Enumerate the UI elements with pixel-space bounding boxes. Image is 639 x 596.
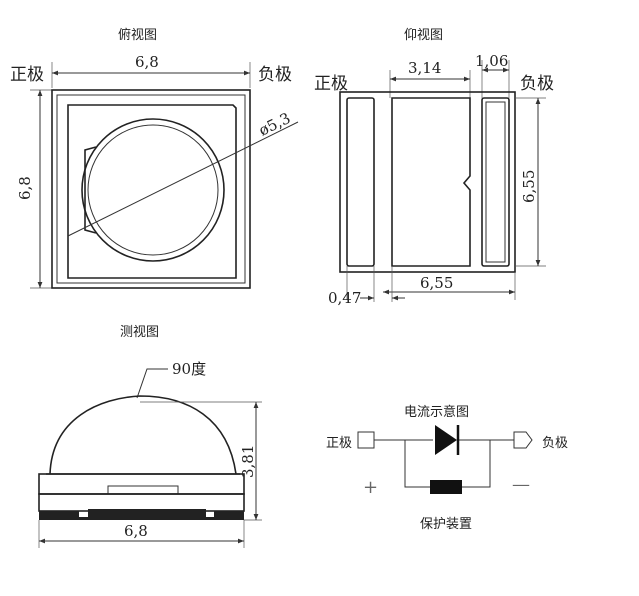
bottom-pad-width-dimension: 3,14 bbox=[408, 59, 441, 77]
bottom-gap-dimension: 0,47 bbox=[328, 289, 361, 307]
circuit-positive-terminal bbox=[357, 431, 375, 449]
bottom-strip-width-dimension: 1,06 bbox=[475, 52, 508, 70]
top-view-title: 俯视图 bbox=[118, 27, 157, 43]
side-lens-dome bbox=[49, 395, 237, 475]
circuit-minus-sign: — bbox=[512, 474, 530, 495]
side-left-terminal bbox=[39, 511, 79, 517]
bottom-height-dimension: 6,55 bbox=[520, 170, 538, 203]
bottom-positive-label: 正极 bbox=[314, 74, 348, 94]
side-height-dimension: 3,81 bbox=[239, 445, 257, 478]
bottom-negative-label: 负极 bbox=[520, 74, 554, 94]
circuit-protection-label: 保护装置 bbox=[420, 517, 472, 532]
side-center-terminal bbox=[88, 509, 206, 517]
side-view-title: 测视图 bbox=[120, 325, 159, 340]
bottom-view-title: 仰视图 bbox=[404, 28, 443, 43]
bottom-width-dimension: 6,55 bbox=[420, 274, 453, 292]
circuit-positive-label: 正极 bbox=[326, 436, 352, 451]
bottom-left-pad bbox=[346, 97, 375, 267]
bottom-right-pad bbox=[481, 97, 510, 267]
top-package-outline bbox=[51, 89, 251, 289]
circuit-negative-terminal bbox=[513, 431, 533, 449]
circuit-diagram: 电流示意图 正极 负极 + — 保护装置 bbox=[326, 404, 568, 532]
top-positive-label: 正极 bbox=[10, 65, 44, 85]
circuit-title: 电流示意图 bbox=[404, 404, 469, 420]
circuit-plus-sign: + bbox=[363, 477, 378, 498]
side-width-dimension: 6,8 bbox=[124, 522, 148, 540]
side-right-terminal bbox=[214, 511, 244, 517]
bottom-package-outline bbox=[339, 91, 516, 273]
top-negative-label: 负极 bbox=[258, 65, 292, 85]
top-diameter-line bbox=[67, 121, 299, 237]
circuit-negative-label: 负极 bbox=[542, 436, 568, 451]
side-angle-label: 90度 bbox=[172, 360, 206, 378]
side-view: 测视图 90度 3,81 6,8 bbox=[38, 325, 262, 548]
top-width-dimension: 6,8 bbox=[135, 53, 159, 71]
circuit-protection-device bbox=[430, 480, 462, 494]
top-lens-circle bbox=[81, 118, 225, 262]
top-diameter-dimension: ø5,3 bbox=[256, 109, 293, 140]
top-height-dimension: 6,8 bbox=[16, 176, 34, 200]
top-view: 俯视图 6,8 正极 负极 6,8 ø5,3 bbox=[10, 27, 299, 289]
top-inner-pad bbox=[67, 104, 237, 279]
circuit-diode bbox=[435, 425, 457, 455]
side-package-body bbox=[38, 473, 245, 495]
bottom-view: 仰视图 3,14 1,06 正极 负极 6,55 6,55 bbox=[314, 28, 554, 307]
bottom-center-pad bbox=[391, 97, 471, 267]
